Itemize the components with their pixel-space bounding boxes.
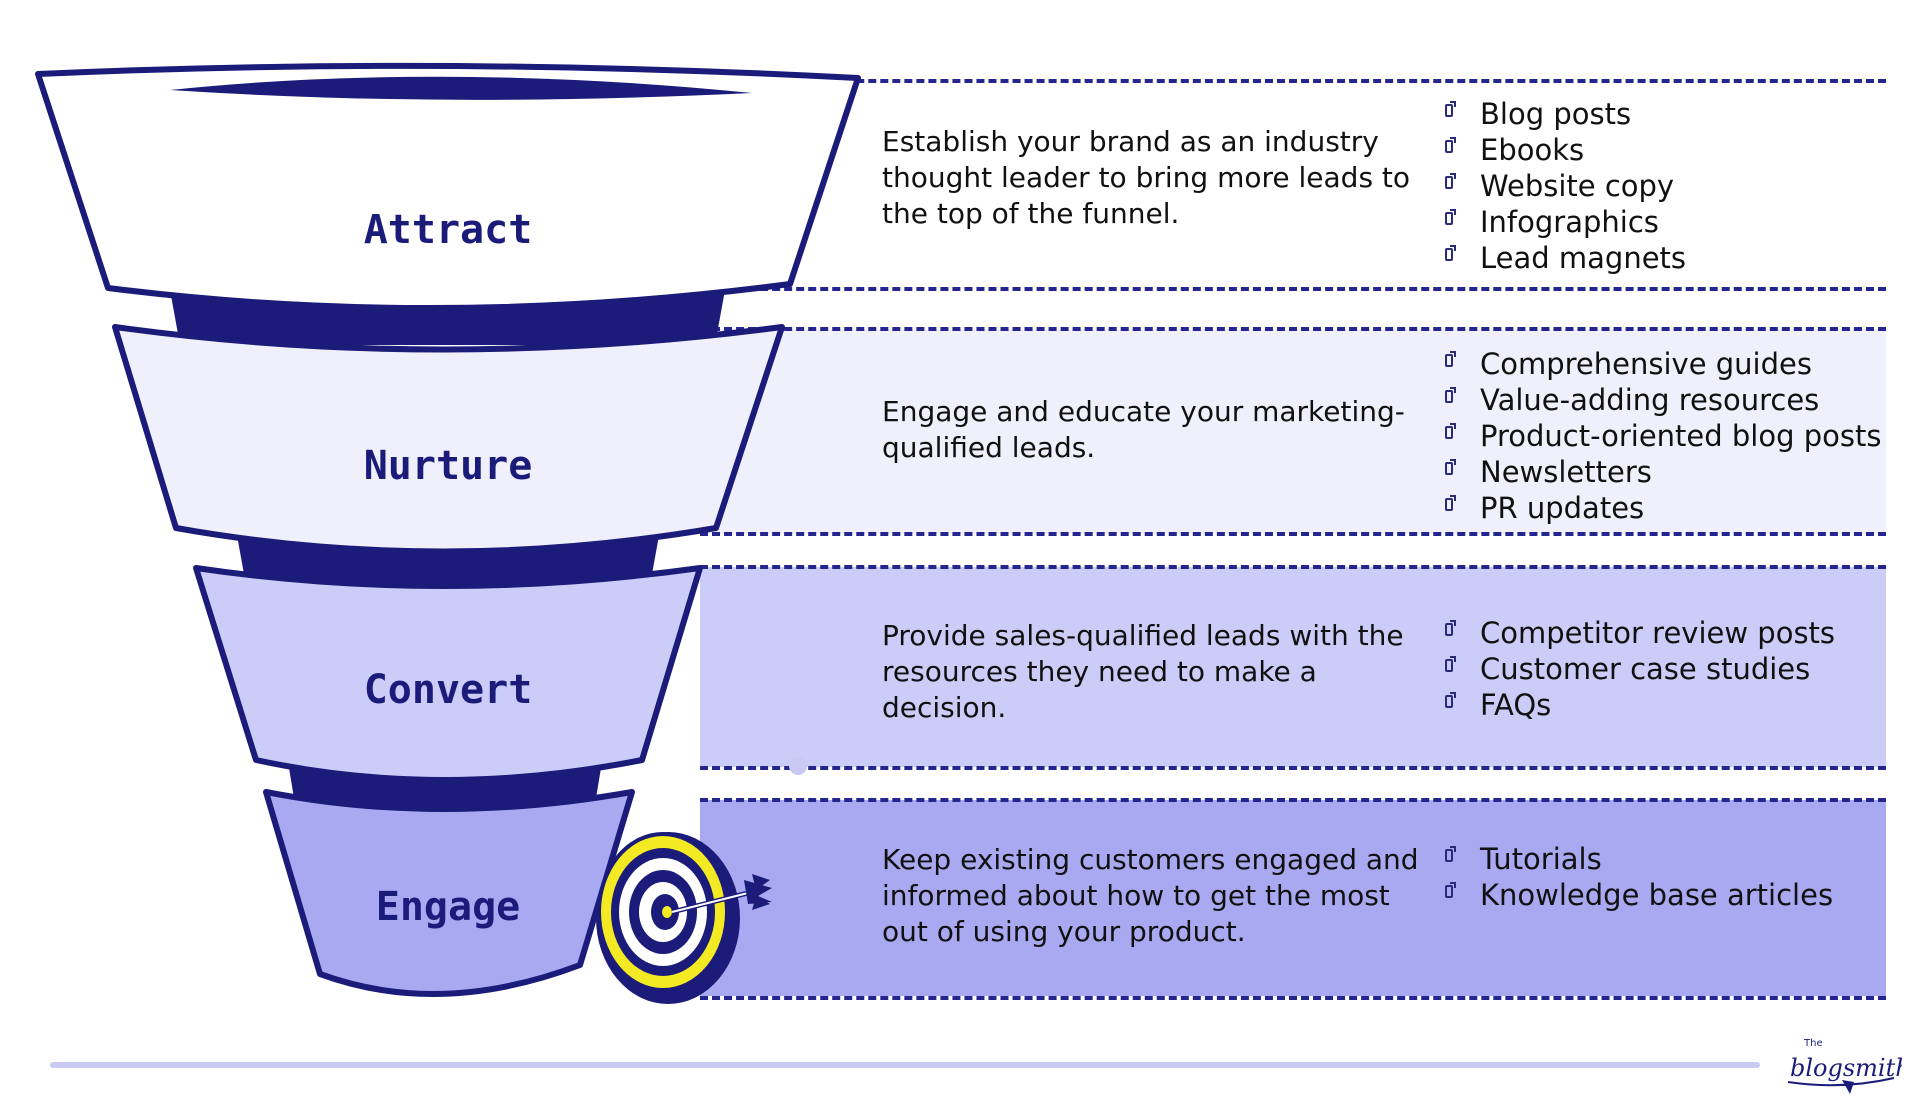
list-bullet-icon xyxy=(1445,846,1456,862)
list-item: Comprehensive guides xyxy=(1445,346,1881,382)
list-item: Newsletters xyxy=(1445,454,1881,490)
list-bullet-icon xyxy=(1445,656,1456,672)
stage-description-convert: Provide sales-qualified leads with the r… xyxy=(882,619,1404,724)
content-list-attract: Blog posts Ebooks Website copy Infograph… xyxy=(1445,96,1686,276)
list-item: Infographics xyxy=(1445,204,1686,240)
list-bullet-icon xyxy=(1445,101,1456,117)
engage-band xyxy=(700,800,1886,996)
nurture-band xyxy=(700,329,1886,534)
row-divider xyxy=(700,565,1886,569)
list-bullet-icon xyxy=(1445,387,1456,403)
list-item: Knowledge base articles xyxy=(1445,877,1833,913)
list-item: Website copy xyxy=(1445,168,1686,204)
funnel-section-nurture xyxy=(112,324,785,555)
dart-icon xyxy=(671,874,772,915)
stage-label-attract: Attract xyxy=(364,207,533,253)
list-item: Product-oriented blog posts xyxy=(1445,418,1881,454)
funnel-section-engage xyxy=(263,789,635,997)
list-item: PR updates xyxy=(1445,490,1881,526)
list-item: Customer case studies xyxy=(1445,651,1835,687)
stage-label-convert: Convert xyxy=(364,667,533,713)
row-divider xyxy=(700,79,1886,83)
list-bullet-icon xyxy=(1445,173,1456,189)
list-bullet-icon xyxy=(1445,209,1456,225)
decor-dot xyxy=(789,757,807,775)
list-item: Blog posts xyxy=(1445,96,1686,132)
list-item: Competitor review posts xyxy=(1445,615,1835,651)
stage-label-engage: Engage xyxy=(376,884,521,930)
list-bullet-icon xyxy=(1445,245,1456,261)
content-list-convert: Competitor review posts Customer case st… xyxy=(1445,615,1835,723)
target-icon xyxy=(596,832,740,1004)
list-bullet-icon xyxy=(1445,692,1456,708)
list-bullet-icon xyxy=(1445,137,1456,153)
row-divider xyxy=(700,287,1886,291)
funnel-rim xyxy=(170,76,752,100)
list-item: FAQs xyxy=(1445,687,1835,723)
list-bullet-icon xyxy=(1445,459,1456,475)
row-divider xyxy=(700,798,1886,802)
convert-band xyxy=(700,567,1886,767)
footer-rule xyxy=(50,1062,1760,1068)
list-bullet-icon xyxy=(1445,620,1456,636)
stage-description-nurture: Engage and educate your marketing-qualif… xyxy=(882,395,1405,464)
list-bullet-icon xyxy=(1445,882,1456,898)
stage-description-attract: Establish your brand as an industry thou… xyxy=(882,125,1411,230)
list-bullet-icon xyxy=(1445,423,1456,439)
logo-mark: The blogsmith xyxy=(1787,1038,1902,1094)
list-item: Lead magnets xyxy=(1445,240,1686,276)
list-item: Ebooks xyxy=(1445,132,1686,168)
content-list-nurture: Comprehensive guides Value-adding resour… xyxy=(1445,346,1881,526)
list-bullet-icon xyxy=(1445,495,1456,511)
row-divider xyxy=(700,996,1886,1000)
row-divider xyxy=(700,532,1886,536)
list-item: Tutorials xyxy=(1445,841,1833,877)
svg-text:The: The xyxy=(1803,1038,1823,1049)
funnel-section-convert xyxy=(193,565,703,783)
funnel-graphic: Attract Nurture Convert Engage xyxy=(35,62,861,1004)
list-bullet-icon xyxy=(1445,351,1456,367)
list-item: Value-adding resources xyxy=(1445,382,1881,418)
svg-text:blogsmith: blogsmith xyxy=(1790,1054,1902,1082)
row-divider xyxy=(700,766,1886,770)
row-divider xyxy=(700,327,1886,331)
stage-description-engage: Keep existing customers engaged and info… xyxy=(882,843,1419,948)
stage-label-nurture: Nurture xyxy=(364,443,533,489)
funnel-section-attract xyxy=(35,62,861,312)
content-list-engage: Tutorials Knowledge base articles xyxy=(1445,841,1833,913)
